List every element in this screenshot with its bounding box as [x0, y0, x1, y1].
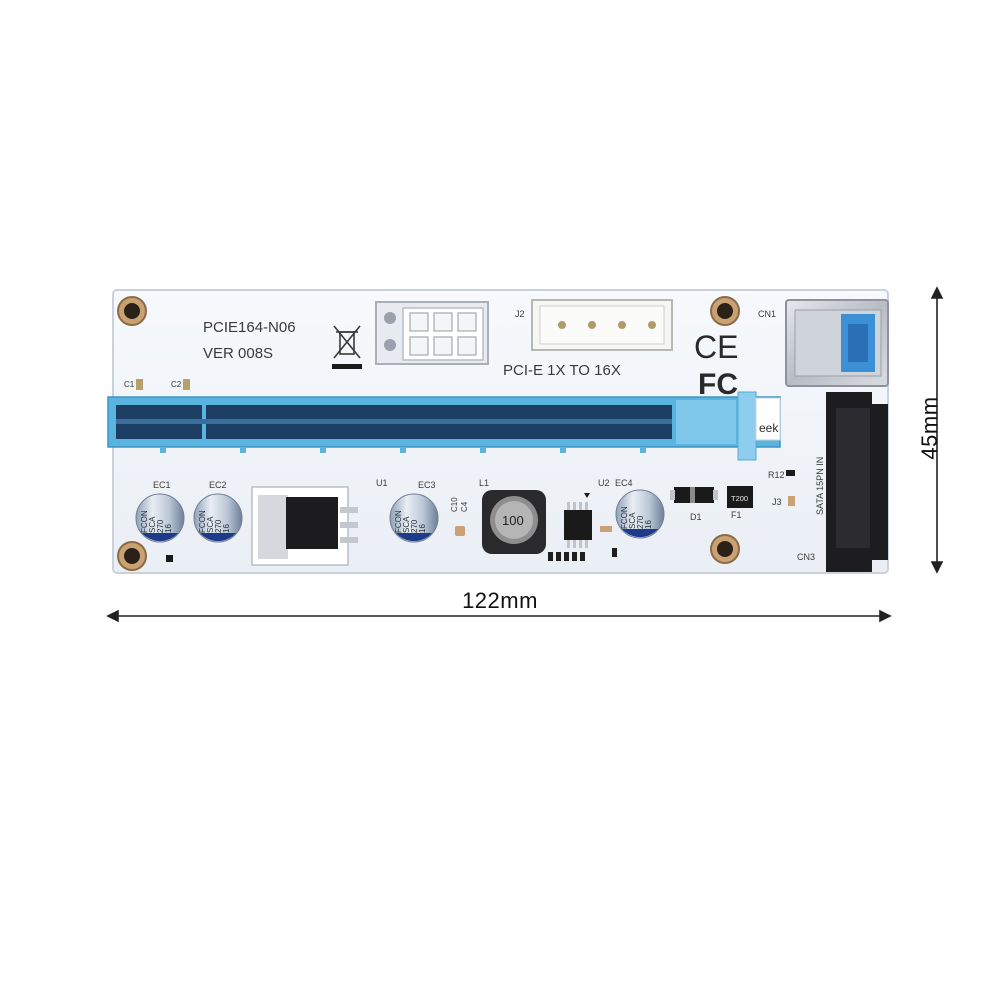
- c4-label: C4: [460, 501, 469, 512]
- d1-diode: [670, 487, 718, 503]
- smd-components: [548, 526, 617, 561]
- f1-fuse: T200: [727, 486, 753, 508]
- ec3-cap-text-3: 16: [418, 524, 427, 533]
- six-pin-power-connector: [375, 301, 489, 365]
- weee-bin-icon: [332, 325, 362, 369]
- power-inductor: 100: [482, 490, 546, 554]
- ec4-cap-text-2: 270: [636, 515, 645, 529]
- board-title: PCI-E 1X TO 16X: [503, 362, 621, 379]
- ec3-label: EC3: [418, 480, 436, 490]
- j3-pad: [788, 496, 795, 506]
- c10-label: C10: [450, 497, 459, 512]
- ec2-cap-text-1: SCA: [206, 516, 215, 533]
- c1-cap: [136, 379, 143, 390]
- r12-resistor: [786, 470, 795, 476]
- capacitor-ec4: EC4 FCON SCA 270 16: [615, 478, 665, 539]
- mounting-holes: [117, 296, 740, 571]
- c2-cap: [183, 379, 190, 390]
- u1-label: U1: [376, 478, 388, 488]
- f1-label: F1: [731, 510, 742, 520]
- cn3-label: CN3: [797, 552, 815, 562]
- r12-label: R12: [768, 470, 785, 480]
- j3-label: J3: [772, 497, 782, 507]
- ec1-cap-text-2: 270: [156, 519, 165, 533]
- test-pad: [166, 555, 173, 562]
- model-label: PCIE164-N06: [203, 319, 296, 336]
- u2-chip: [564, 493, 592, 548]
- ec3-cap-text-0: FCON: [394, 510, 403, 533]
- ec1-cap-text-3: 16: [164, 524, 173, 533]
- ec4-cap-text-1: SCA: [628, 512, 637, 529]
- sata-label: SATA 15PN IN: [815, 457, 825, 515]
- ec2-cap-text-3: 16: [222, 524, 231, 533]
- usb3-port: [785, 299, 889, 387]
- ec4-label: EC4: [615, 478, 633, 488]
- j2-label: J2: [515, 309, 525, 319]
- ec4-cap-text-3: 16: [644, 520, 653, 529]
- c1-label: C1: [124, 380, 135, 389]
- ec1-cap-text-1: SCA: [148, 516, 157, 533]
- ce-mark: CE: [694, 329, 738, 365]
- pcie-x16-slot: eek: [107, 391, 781, 461]
- ec1-cap-text-0: FCON: [140, 510, 149, 533]
- c2-label: C2: [171, 380, 182, 389]
- ec3-cap-text-1: SCA: [402, 516, 411, 533]
- width-dimension-label: 122mm: [462, 588, 538, 613]
- ec2-label: EC2: [209, 480, 227, 490]
- ec4-cap-text-0: FCON: [620, 506, 629, 529]
- d1-label: D1: [690, 512, 702, 522]
- c4-cap: [455, 526, 465, 536]
- l1-label: L1: [479, 478, 489, 488]
- ec3-cap-text-2: 270: [410, 519, 419, 533]
- ec2-cap-text-0: FCON: [198, 510, 207, 533]
- sata-power-connector: [826, 392, 888, 572]
- version-label: VER 008S: [203, 345, 273, 362]
- brand-fragment: eek: [759, 421, 779, 435]
- ec2-cap-text-2: 270: [214, 519, 223, 533]
- capacitor-ec1: EC1 FCON SCA 270 16: [135, 480, 185, 543]
- capacitor-ec3: EC3 FCON SCA 270 16: [389, 480, 439, 543]
- cn1-label: CN1: [758, 309, 776, 319]
- fcc-mark: FC: [698, 368, 738, 401]
- molex-connector: [531, 299, 673, 351]
- height-dimension-label: 45mm: [917, 396, 942, 460]
- capacitor-ec2: EC2 FCON SCA 270 16: [193, 480, 243, 543]
- ec1-label: EC1: [153, 480, 171, 490]
- fuse-code: T200: [731, 494, 748, 503]
- u2-label: U2: [598, 478, 610, 488]
- voltage-regulator: [251, 486, 358, 566]
- width-dimension-line: [106, 609, 892, 623]
- inductor-code: 100: [502, 513, 524, 528]
- height-dimension-line: [930, 286, 944, 574]
